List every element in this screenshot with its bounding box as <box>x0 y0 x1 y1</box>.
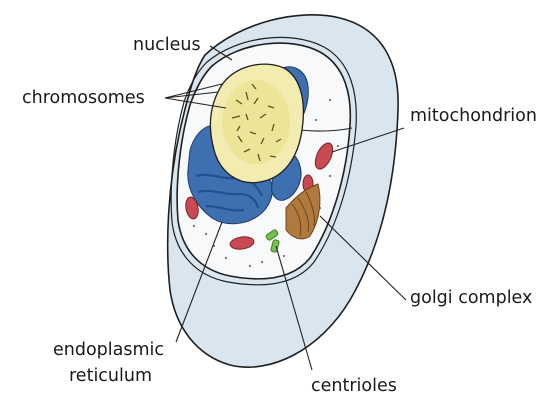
label-chromosomes: chromosomes <box>22 88 145 108</box>
label-nucleus: nucleus <box>133 35 201 55</box>
label-endoplasmic: endoplasmic <box>53 340 164 360</box>
label-mitochondrion: mitochondrion <box>410 106 537 126</box>
label-reticulum: reticulum <box>69 366 152 386</box>
label-golgi-complex: golgi complex <box>410 288 532 308</box>
nucleus-inner <box>222 80 290 164</box>
label-centrioles: centrioles <box>311 376 397 396</box>
